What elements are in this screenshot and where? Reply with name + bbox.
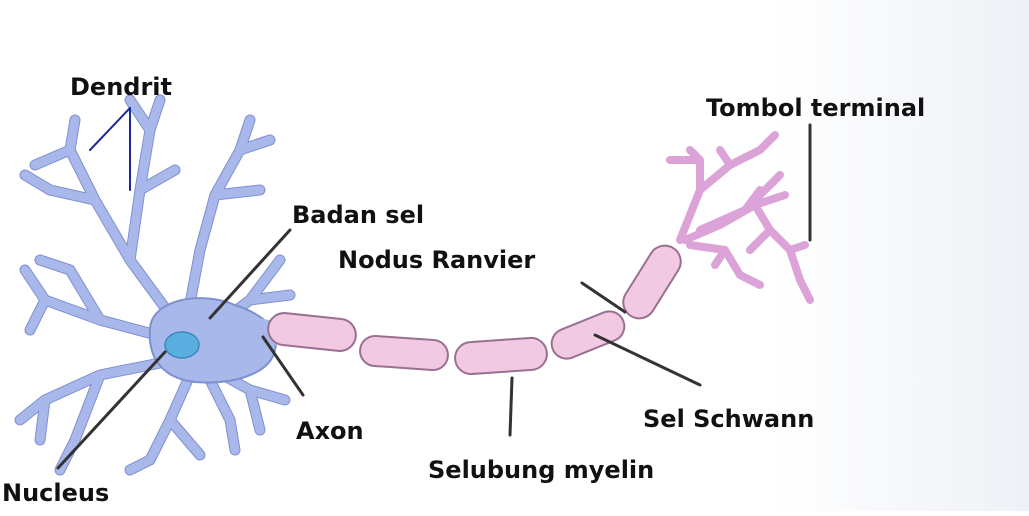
label-badan-sel: Badan sel	[292, 203, 424, 227]
label-tombol-terminal: Tombol terminal	[706, 96, 925, 120]
label-selubung-myelin: Selubung myelin	[428, 458, 654, 482]
nucleus	[165, 332, 199, 358]
label-axon: Axon	[296, 419, 364, 443]
label-nucleus: Nucleus	[2, 481, 109, 505]
myelin-segment	[454, 337, 548, 375]
label-dendrit: Dendrit	[70, 75, 172, 99]
label-sel-schwann: Sel Schwann	[643, 407, 814, 431]
label-nodus-ranvier: Nodus Ranvier	[338, 248, 535, 272]
myelin-segment	[359, 335, 449, 371]
